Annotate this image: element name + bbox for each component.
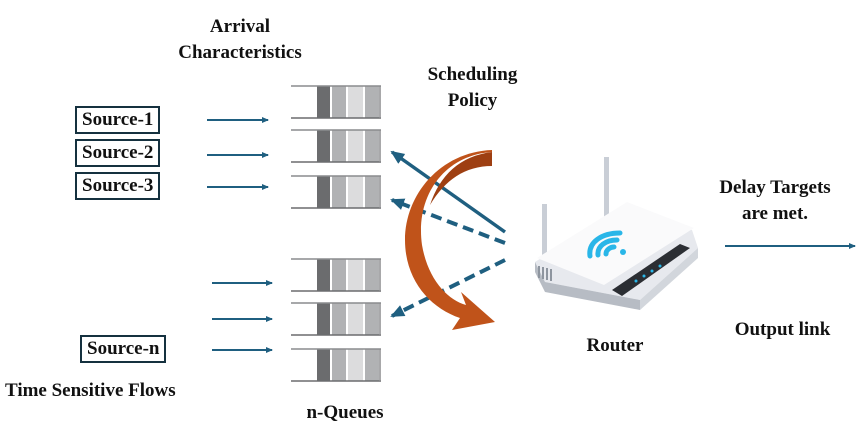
queue-6 — [291, 348, 381, 382]
scheduling-policy-label: Scheduling Policy — [400, 62, 545, 114]
router-icon — [535, 157, 698, 310]
queue-5 — [291, 302, 381, 336]
n-queues-label: n-Queues — [306, 402, 384, 423]
delay-label-line1: Delay Targets — [719, 177, 831, 198]
scheduling-curved-arrow — [405, 150, 495, 330]
source-box-n: Source-n — [80, 335, 167, 363]
arrival-label-line2: Characteristics — [178, 42, 302, 63]
output-link-label: Output link — [734, 319, 831, 340]
dispatch-arrow-dashed-2 — [390, 258, 506, 318]
delay-targets-label: Delay Targets are met. — [700, 175, 850, 227]
queues-group — [291, 85, 381, 382]
router-label: Router — [586, 335, 644, 356]
scheduling-label-line1: Scheduling — [427, 64, 518, 85]
time-sensitive-flows-label: Time Sensitive Flows — [5, 380, 176, 401]
source-box-2: Source-2 — [75, 139, 161, 167]
queue-4 — [291, 258, 381, 292]
router-antenna-right — [604, 157, 609, 217]
delay-label-line2: are met. — [741, 203, 809, 224]
scheduling-label-line2: Policy — [447, 90, 498, 111]
queue-3 — [291, 175, 381, 209]
queue-1 — [291, 85, 381, 119]
source-box-1: Source-1 — [75, 106, 161, 134]
dispatch-arrow-solid — [390, 150, 507, 234]
wifi-icon — [587, 230, 626, 259]
queue-2 — [291, 129, 381, 163]
router-antenna-left — [542, 204, 547, 264]
dispatch-arrow-dashed-1 — [390, 198, 506, 245]
source-box-3: Source-3 — [75, 172, 161, 200]
input-arrows — [207, 117, 273, 353]
arrival-characteristics-label: Arrival Characteristics — [150, 14, 330, 66]
arrival-label-line1: Arrival — [209, 16, 271, 37]
